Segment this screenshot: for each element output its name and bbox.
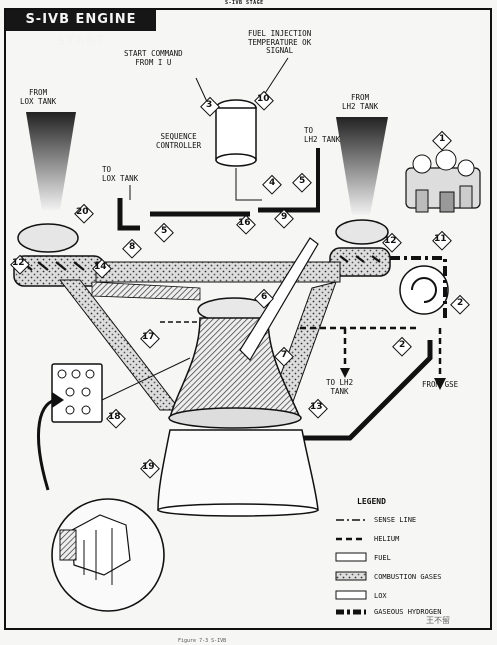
command-line: [195, 77, 209, 105]
callout-7: 7: [281, 350, 288, 360]
controller-sense-line: [235, 168, 262, 201]
lox-feed-line: [91, 281, 201, 301]
sequence-controller: [215, 99, 257, 167]
figure-caption: Figure 7-3 S-IVB: [178, 638, 227, 644]
lox-turbopump: [13, 223, 105, 287]
thrust-chamber: [157, 297, 319, 517]
callout-5b: 5: [161, 226, 168, 236]
callout-13: 13: [310, 402, 323, 412]
callout-2: 2: [457, 298, 464, 308]
callout-17: 17: [142, 332, 155, 342]
detail-inset: [51, 498, 165, 612]
igniter-panel: [51, 363, 103, 423]
callout-18: 18: [108, 412, 121, 422]
gse-hydrogen-line: [295, 340, 433, 441]
lh2-tank-feed: [336, 117, 388, 215]
to-lh2-arrowhead: [340, 368, 350, 378]
callout-12: 12: [12, 258, 25, 268]
lh2-turbopump: [329, 219, 391, 277]
callout-20: 20: [76, 207, 89, 217]
signal-line: [261, 57, 289, 99]
legend-fuel: FUEL: [374, 554, 391, 562]
callout-8: 8: [129, 242, 136, 252]
lox-tank-feed: [26, 112, 76, 210]
control-module: [405, 149, 481, 213]
diagram-title: S-IVB ENGINE START: [6, 9, 156, 49]
stage-header: S-IVB STAGE: [225, 0, 264, 6]
fuel-pump-impeller: [411, 277, 437, 303]
callout-markers: [10, 90, 470, 479]
legend-title: LEGEND: [357, 497, 386, 506]
callout-1: 1: [439, 134, 446, 144]
fuel-duct: [239, 237, 319, 361]
callout-6: 6: [261, 292, 268, 302]
legend-gaseous-hydrogen: GASEOUS HYDROGEN: [374, 608, 442, 616]
from-gse-label: FROM GSE: [422, 380, 459, 389]
legend-lox: LOX: [374, 592, 387, 600]
inset-arrowhead: [52, 392, 64, 408]
callout-3: 3: [206, 100, 213, 110]
callout-9: 9: [281, 212, 288, 222]
callout-5: 5: [299, 176, 306, 186]
callout-2b: 2: [399, 340, 406, 350]
callout-4: 4: [269, 178, 276, 188]
callout-16: 16: [238, 218, 251, 228]
callout-12b: 12: [384, 236, 397, 246]
callout-10: 10: [257, 94, 270, 104]
fuel-pump: [399, 265, 449, 315]
from-gse-arrowhead: [434, 378, 446, 390]
turbine-exhaust: [95, 261, 341, 283]
frame-border: [4, 8, 492, 630]
legend-combustion-gases: COMBUSTION GASES: [374, 573, 442, 581]
legend-helium: HELIUM: [374, 535, 400, 543]
legend-sense-line: SENSE LINE: [374, 516, 417, 524]
callout-19: 19: [142, 462, 155, 472]
callout-14: 14: [94, 262, 107, 272]
igniter-lead: [101, 357, 191, 401]
callout-11: 11: [434, 234, 447, 244]
legend-swatches: [335, 519, 367, 615]
lox-vent-line: [117, 198, 140, 231]
watermark: 王不留: [426, 616, 450, 625]
